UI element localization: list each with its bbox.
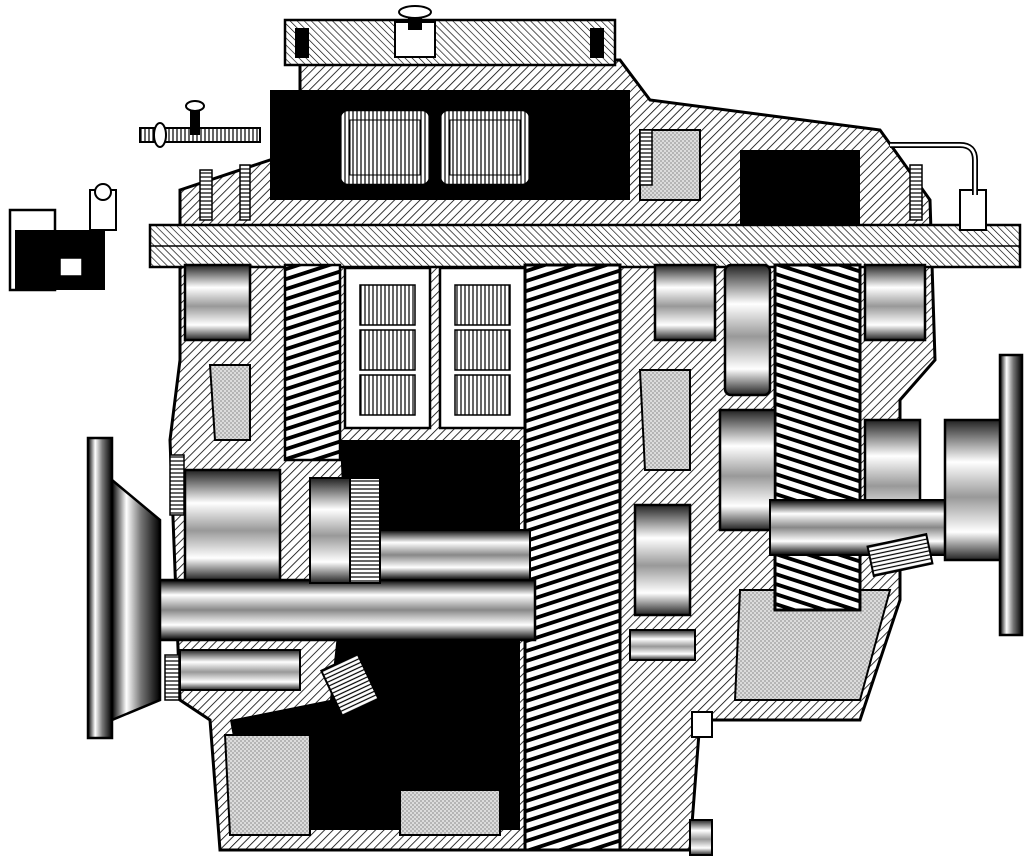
upper-shaft xyxy=(148,223,1022,269)
clutch-drum-right xyxy=(438,266,527,430)
pinion-upper-left xyxy=(283,263,342,462)
output-shaft xyxy=(153,529,537,642)
bearing-upper-right xyxy=(653,263,717,342)
clutch-pack-left xyxy=(338,108,432,187)
output-flange-left xyxy=(86,436,162,740)
input-hub xyxy=(8,100,261,292)
bearing-far-right xyxy=(863,142,987,342)
output-flange-right xyxy=(943,353,1024,637)
clutch-pack-right xyxy=(438,108,532,187)
bearing-upper-left xyxy=(183,263,252,342)
drain-plug xyxy=(689,711,713,856)
stippled-casting xyxy=(208,129,892,836)
top-cover xyxy=(283,5,617,67)
bearing-lower-left xyxy=(179,468,381,718)
housing-bolts xyxy=(164,129,923,701)
main-output-gear xyxy=(523,263,622,852)
bearing-lower-right xyxy=(629,408,946,661)
clutch-drum-left xyxy=(343,266,432,430)
